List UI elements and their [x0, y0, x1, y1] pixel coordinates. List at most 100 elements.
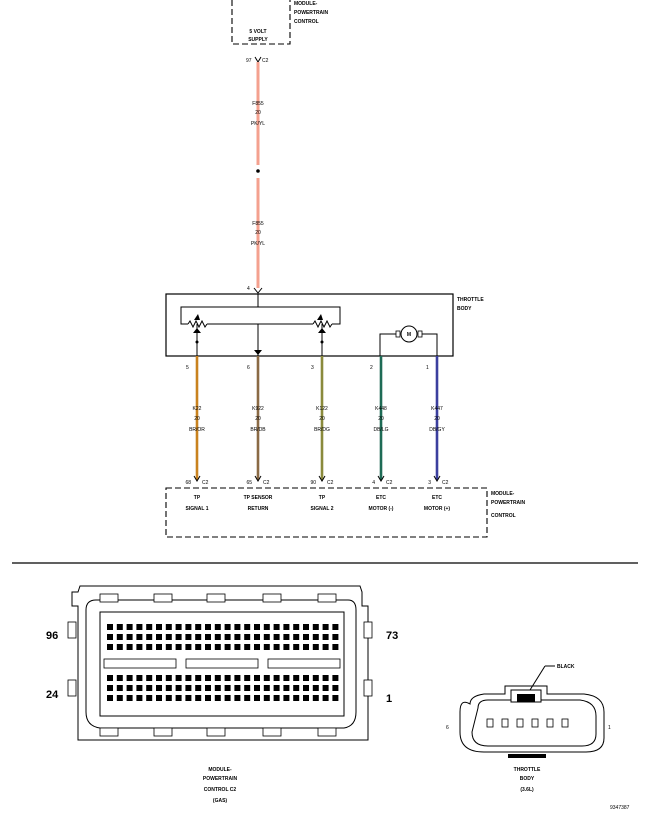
wire-gauge: 20: [378, 416, 384, 422]
wire-circuit: K122: [316, 406, 328, 412]
pcm-pin-chevron: [193, 475, 201, 482]
pcm-cavity: [244, 634, 251, 640]
pcm-cavity: [322, 644, 329, 650]
pcm-pin-chevron: [377, 475, 385, 482]
pcm-cavity: [126, 685, 133, 691]
pcm-cavity: [332, 675, 339, 681]
black-leader: [529, 665, 546, 691]
pcm-function-line-1: TP SENSOR: [244, 495, 273, 501]
pcm-latch: [206, 727, 226, 737]
pcm-latch: [317, 593, 337, 603]
pcm-cavity: [165, 695, 172, 701]
pcm-cavity: [303, 634, 309, 640]
pcm-cavity: [136, 634, 143, 640]
pcm-key-center: [185, 658, 259, 669]
pcm-cavity: [136, 685, 143, 691]
pcm-cavity: [224, 624, 231, 630]
pcm-cavity: [273, 685, 280, 691]
pcm-cavity: [322, 624, 329, 630]
tb-caption-1: THROTTLE: [514, 767, 541, 773]
throttle-body: 4 THROTTLE BODY M: [165, 286, 484, 357]
pcm-cavity: [224, 695, 231, 701]
tb-cavity: [516, 718, 524, 728]
tb-pin-label: 6: [247, 365, 250, 371]
pcm-cavity: [136, 675, 143, 681]
pcm-cavity: [293, 685, 300, 691]
pcm-cavity: [283, 634, 290, 640]
pcm-cavity: [273, 624, 280, 630]
motor-brush-left: [395, 330, 401, 338]
pcm-function-line-1: TP: [319, 495, 326, 501]
pcm-cavity: [244, 644, 251, 650]
pcm-key-left: [103, 658, 177, 669]
pcm-caption-1: MODULE-: [208, 767, 232, 773]
bottom-module-name-3: CONTROL: [491, 513, 516, 519]
pcm-cavity: [263, 675, 270, 681]
wire-circuit: K22: [193, 406, 202, 412]
tb-name-2: BODY: [457, 306, 472, 312]
pcm-pin-number: 65: [246, 480, 252, 486]
pcm-cavity: [273, 695, 280, 701]
pcm-cavity: [332, 624, 339, 630]
pcm-function-line-2: SIGNAL 2: [311, 506, 334, 512]
pcm-cavity: [116, 675, 123, 681]
pcm-cavity: [214, 634, 221, 640]
pcm-cavity: [234, 624, 241, 630]
pcm-cavity: [175, 644, 182, 650]
pcm-cavity: [332, 695, 339, 701]
pcm-cavity: [165, 624, 172, 630]
pcm-latch: [262, 593, 282, 603]
pcm-cavity: [263, 624, 270, 630]
pcm-cavity: [283, 675, 290, 681]
pcm-cavity: [195, 624, 202, 630]
pcm-function-line-2: MOTOR (-): [369, 506, 394, 512]
pcm-cavity: [136, 644, 143, 650]
pcm-cavity: [322, 685, 329, 691]
pcm-cavity: [165, 685, 172, 691]
bottom-module-name-2: POWERTRAIN: [491, 500, 526, 506]
return-arrow: [254, 350, 262, 355]
pcm-pin-number: 90: [310, 480, 316, 486]
motor-brush-right: [417, 330, 423, 338]
pcm-latch: [317, 727, 337, 737]
pcm-cavity: [185, 695, 192, 701]
pcm-latch: [153, 727, 173, 737]
pcm-cavity: [283, 695, 290, 701]
pcm-cavity: [234, 695, 241, 701]
pcm-connector-id: C2: [263, 480, 270, 486]
pcm-pin-73: 73: [386, 630, 398, 642]
tb-pin-label: 5: [186, 365, 189, 371]
wire-circuit: K447: [431, 406, 443, 412]
pcm-cavity: [195, 675, 202, 681]
pcm-connector-shell: [71, 585, 369, 741]
figure-id: 9347387: [610, 805, 630, 811]
pcm-cavity: [146, 675, 153, 681]
tb-connector: BLACK 6 1 THROTTLE BODY (3.6L): [446, 664, 611, 793]
pcm-cavity: [214, 644, 221, 650]
supply-upper-circuit: F855: [252, 101, 264, 107]
top-pin-chevron: [254, 56, 262, 63]
pcm-pin-grid: [107, 624, 339, 701]
top-module-outline: [231, 0, 291, 45]
pcm-cavity: [263, 644, 270, 650]
pcm-cavity: [312, 624, 319, 630]
pcm-cavity: [254, 624, 260, 630]
pcm-cavity: [293, 675, 300, 681]
pcm-cavity: [244, 685, 251, 691]
pcm-cavity: [116, 644, 123, 650]
pcm-cavity: [224, 644, 231, 650]
pcm-latch: [99, 593, 119, 603]
pcm-connector: 96 73 24 1 MODULE- POWERTRAIN CONTROL C2…: [46, 585, 398, 804]
pcm-caption-4: (GAS): [213, 798, 228, 804]
pcm-cavity: [156, 634, 162, 640]
pcm-cavity: [185, 675, 192, 681]
pcm-pin-1: 1: [386, 693, 392, 705]
pcm-cavity: [214, 685, 221, 691]
pcm-cavity: [175, 675, 182, 681]
pcm-cavity: [136, 695, 143, 701]
pcm-pin-number: 68: [185, 480, 191, 486]
pcm-pin-24: 24: [46, 689, 59, 701]
pcm-cavity: [165, 675, 172, 681]
pcm-cavity: [156, 685, 162, 691]
